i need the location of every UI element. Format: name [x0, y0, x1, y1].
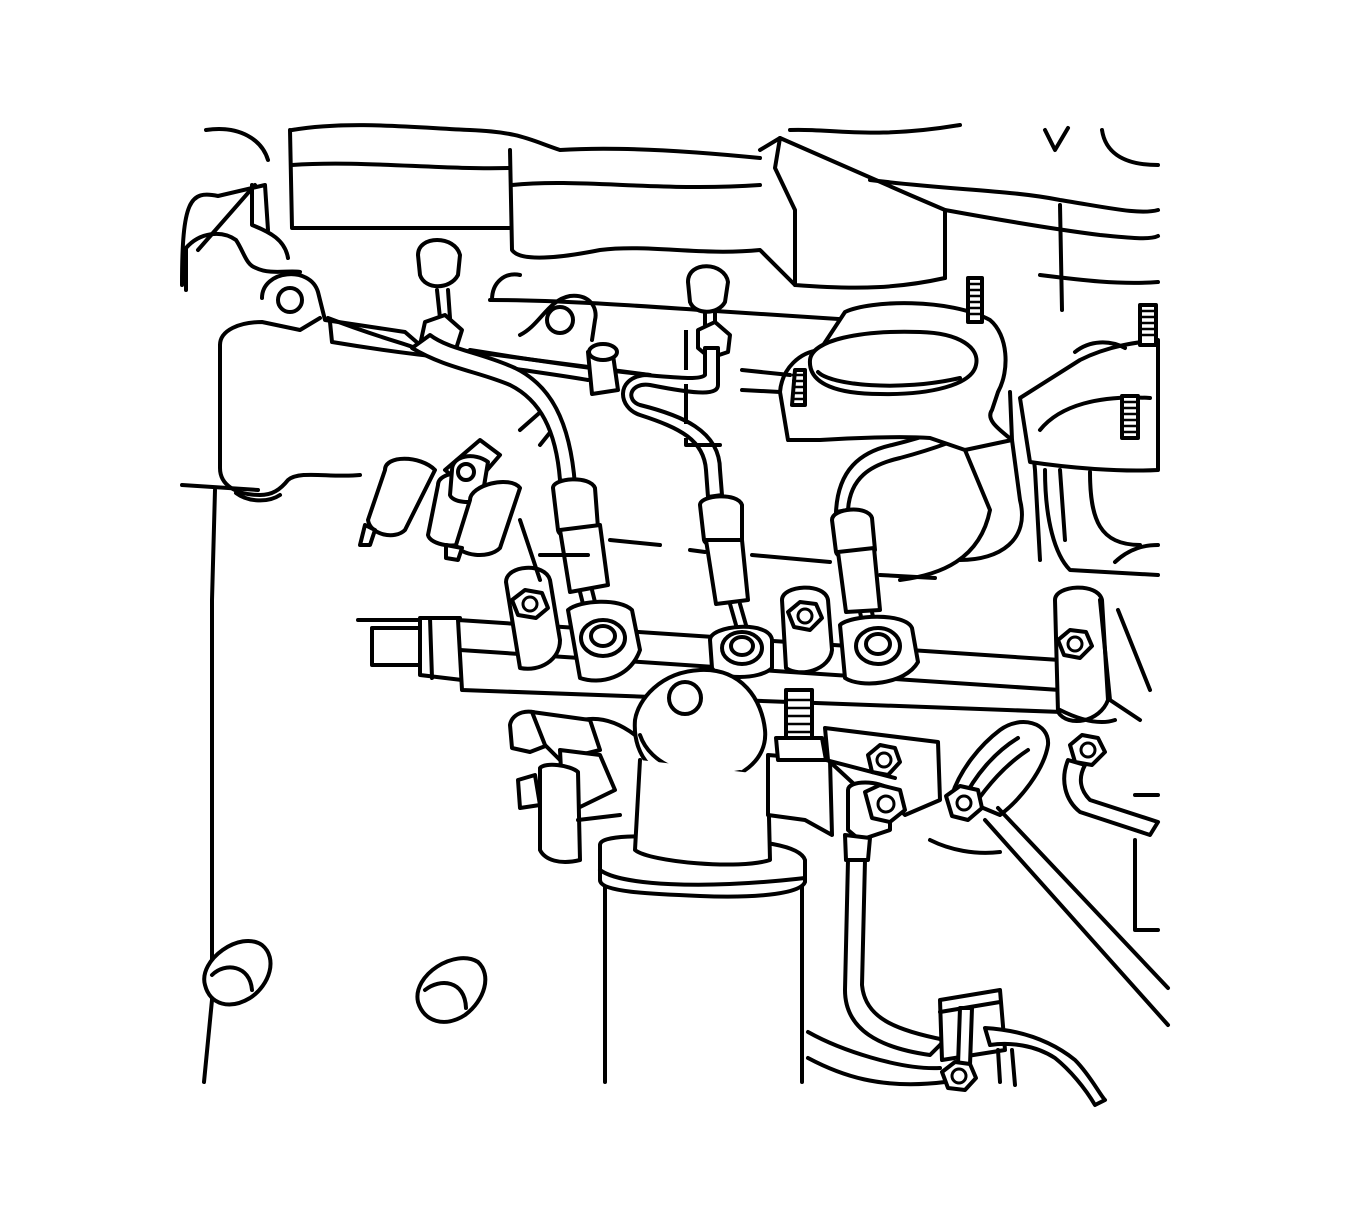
- filter-cap: [667, 680, 703, 716]
- fuel-filter: [508, 667, 807, 1084]
- injection-line-1: [410, 313, 610, 634]
- injector-caps: [416, 238, 730, 327]
- fuel-return-line: [806, 858, 1107, 1107]
- engine-block-upper: [204, 123, 1160, 327]
- misc-details: [518, 342, 937, 582]
- mounting-hole: [276, 286, 304, 314]
- mounting-hole: [545, 305, 575, 335]
- filter-head-bracket: [766, 688, 942, 862]
- right-fuel-fitting: [928, 598, 1170, 1027]
- cylinder-head-left: [180, 183, 652, 503]
- injection-line-2: [621, 320, 750, 634]
- intake-flange: [778, 276, 1042, 582]
- right-flange-plate: [1018, 303, 1160, 577]
- dowel-pins: [202, 938, 488, 1024]
- rail-bolts: [510, 588, 1094, 660]
- glow-plugs: [358, 406, 562, 562]
